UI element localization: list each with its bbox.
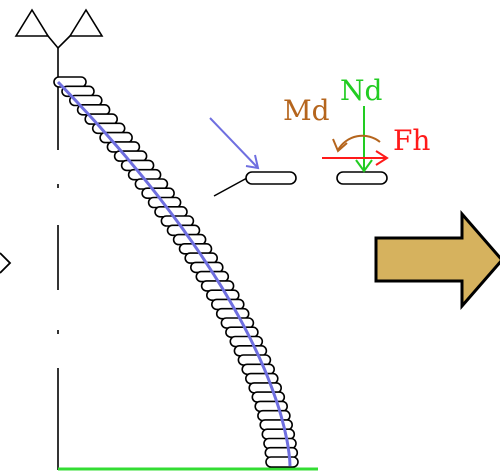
- moment-arrow: [332, 134, 381, 153]
- horizontal-force-label: Fh: [393, 124, 430, 157]
- horizontal-force-arrow: [322, 150, 389, 166]
- stack-element: [211, 298, 245, 311]
- axial-force-label: Nd: [340, 74, 383, 107]
- stack-element: [254, 400, 288, 413]
- stack-element: [241, 363, 275, 376]
- force-element: [336, 171, 388, 185]
- arrow-right-icon: [374, 209, 500, 311]
- stack-element: [265, 456, 299, 468]
- blue-pointer-arrow: [209, 117, 260, 170]
- detail-connector: [213, 177, 248, 197]
- support-icon: [14, 8, 104, 50]
- chevron-right-icon: [0, 252, 12, 274]
- element-stack: [53, 76, 299, 468]
- stack-element: [259, 419, 294, 431]
- moment-label: Md: [283, 94, 330, 127]
- detail-element: [245, 171, 297, 185]
- axial-force-arrow: [355, 106, 373, 173]
- deflection-curve: [56, 80, 292, 467]
